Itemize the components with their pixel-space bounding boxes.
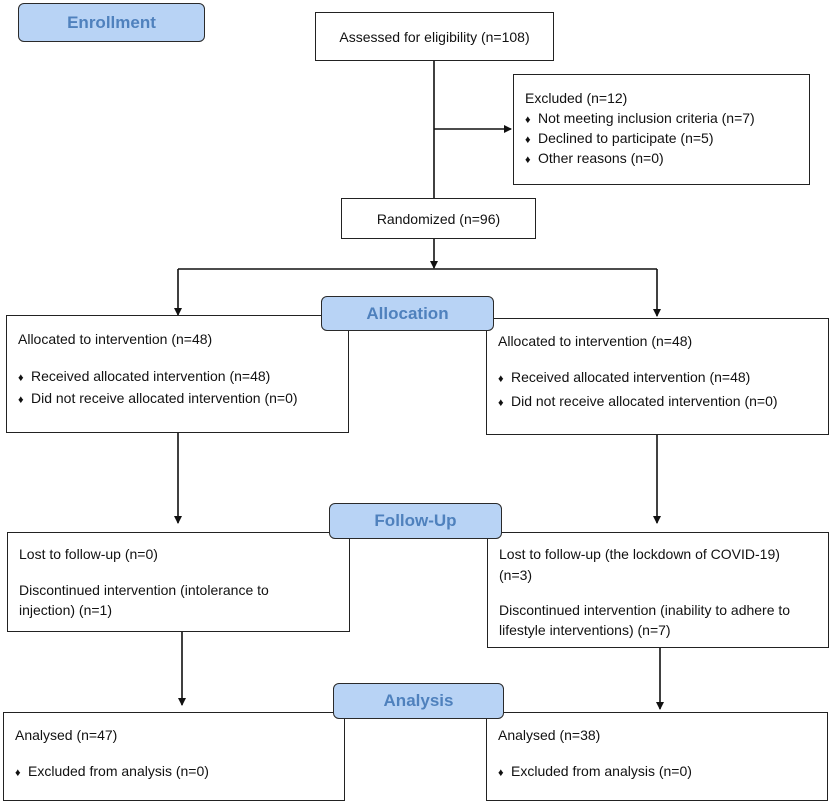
left-lost-text: Lost to follow-up (n=0) [19,546,158,562]
right-discontinued-line1: Discontinued intervention (inability to … [499,602,791,618]
left-analysis-box: Analysed (n=47) ♦Excluded from analysis … [3,712,345,801]
left-received-item: ♦Received allocated intervention (n=48) [18,366,270,388]
excluded-box: Excluded (n=12) ♦Not meeting inclusion c… [513,74,810,185]
bullet-icon: ♦ [18,394,24,406]
enrollment-label: Enrollment [18,3,205,42]
assessed-box: Assessed for eligibility (n=108) [315,12,554,61]
bullet-icon: ♦ [498,767,504,779]
allocation-label: Allocation [321,296,494,331]
left-excluded-analysis-item: ♦Excluded from analysis (n=0) [15,761,209,783]
bullet-icon: ♦ [525,154,531,166]
left-followup-box: Lost to follow-up (n=0) Discontinued int… [7,532,350,632]
bullet-icon: ♦ [525,134,531,146]
excluded-item: ♦Declined to participate (n=5) [525,128,714,150]
assessed-text: Assessed for eligibility (n=108) [339,28,530,45]
bullet-icon: ♦ [15,767,21,779]
bullet-icon: ♦ [498,397,504,409]
bullet-icon: ♦ [525,114,531,126]
left-allocated-text: Allocated to intervention (n=48) [18,331,213,347]
analysis-label: Analysis [333,683,504,719]
randomized-box: Randomized (n=96) [341,198,536,239]
follow-up-label: Follow-Up [329,503,502,539]
right-allocation-box: Allocated to intervention (n=48) ♦Receiv… [486,318,829,435]
left-analysed-text: Analysed (n=47) [15,727,118,743]
excluded-item: ♦Other reasons (n=0) [525,148,664,170]
left-allocation-box: Allocated to intervention (n=48) ♦Receiv… [6,315,349,433]
left-not-received-item: ♦Did not receive allocated intervention … [18,388,298,410]
right-analysed-text: Analysed (n=38) [498,727,601,743]
right-allocated-text: Allocated to intervention (n=48) [498,333,693,349]
right-lost-line2: (n=3) [499,567,533,583]
left-discontinued-line2: injection) (n=1) [19,602,112,618]
right-analysis-box: Analysed (n=38) ♦Excluded from analysis … [486,712,828,801]
right-lost-line1: Lost to follow-up (the lockdown of COVID… [499,546,780,562]
right-discontinued-line2: lifestyle interventions) (n=7) [499,622,671,638]
right-received-item: ♦Received allocated intervention (n=48) [498,367,750,389]
right-excluded-analysis-item: ♦Excluded from analysis (n=0) [498,761,692,783]
excluded-title: Excluded (n=12) [525,90,628,106]
randomized-text: Randomized (n=96) [376,210,501,227]
bullet-icon: ♦ [18,372,24,384]
right-not-received-item: ♦Did not receive allocated intervention … [498,391,778,413]
right-followup-box: Lost to follow-up (the lockdown of COVID… [487,532,829,648]
bullet-icon: ♦ [498,373,504,385]
excluded-item: ♦Not meeting inclusion criteria (n=7) [525,108,755,130]
left-discontinued-line1: Discontinued intervention (intolerance t… [19,582,269,598]
